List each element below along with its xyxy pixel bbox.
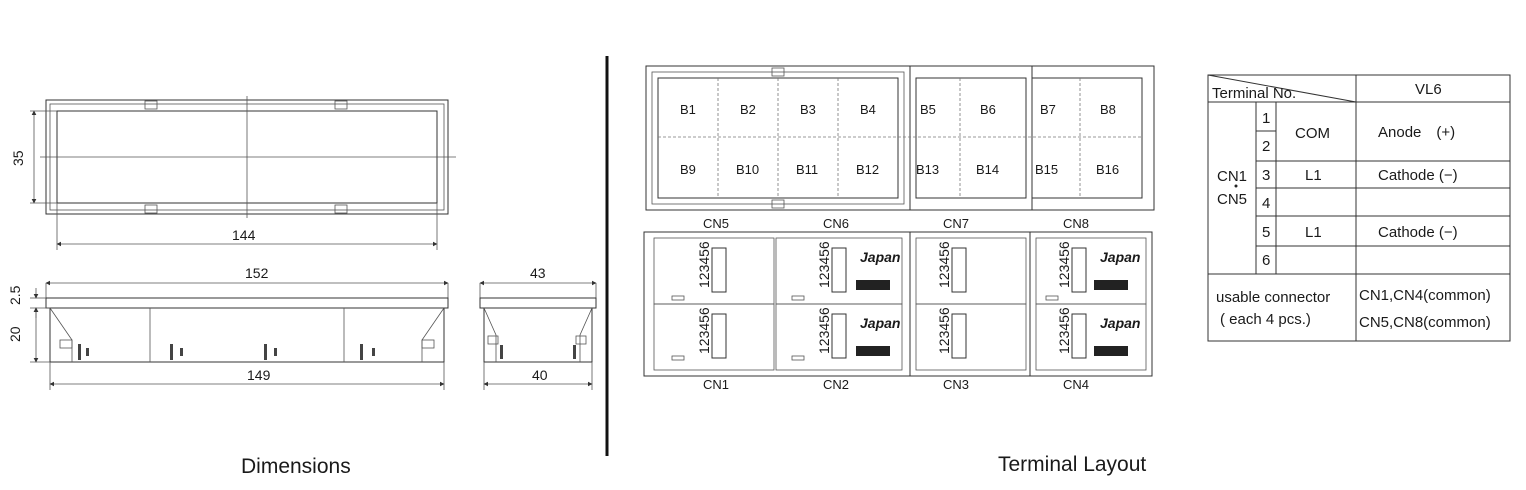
connector-labels-top: CN5 CN6 CN7 CN8 (703, 216, 1089, 231)
block-label: B10 (736, 162, 759, 177)
pin-numbers: 123456 (816, 307, 832, 354)
block-label: B2 (740, 102, 756, 117)
table-pin: 2 (1262, 138, 1270, 155)
connector-board (643, 231, 1153, 377)
table-group-label-2: CN5 (1217, 191, 1247, 208)
block-label: B12 (856, 162, 879, 177)
connector-label: CN3 (943, 377, 969, 392)
pin-numbers: 123456 (816, 241, 832, 288)
block-label: B5 (920, 102, 936, 117)
side-depth-label: 20 (7, 326, 23, 342)
table-signal: L1 (1305, 224, 1322, 241)
block-label: B11 (796, 162, 818, 177)
connector-label: CN5 (703, 216, 729, 231)
pin-numbers: 123456 (936, 307, 952, 354)
pin-numbers: 123456 (1056, 307, 1072, 354)
side-flange-label: 2.5 (7, 285, 23, 305)
brand-text: Japan (1100, 249, 1140, 265)
pin-numbers: 123456 (1056, 241, 1072, 288)
block-label: B4 (860, 102, 876, 117)
block-label: B1 (680, 102, 696, 117)
table-pin: 6 (1262, 252, 1270, 269)
pin-numbers: 123456 (696, 307, 712, 354)
table-group-label-1: CN1 (1217, 168, 1247, 185)
block-label: B15 (1035, 162, 1058, 177)
table-function: Cathode (−) (1378, 167, 1458, 184)
side-view: 152 2.5 20 149 (7, 265, 449, 390)
end-bottom-width-label: 40 (532, 367, 548, 383)
table-usable-value-2: CN5,CN8(common) (1359, 314, 1491, 331)
table-pin: 5 (1262, 224, 1270, 241)
table-usable-label-2: ( each 4 pcs.) (1220, 311, 1311, 328)
front-height-label: 35 (10, 150, 26, 166)
brand-marks: Japan Japan Japan Japan (860, 249, 1140, 331)
side-inner-width-label: 149 (247, 367, 271, 383)
brand-text: Japan (860, 315, 900, 331)
side-total-width-label: 152 (245, 265, 269, 281)
table-pin: 4 (1262, 195, 1270, 212)
connector-label: CN1 (703, 377, 729, 392)
table-function: Cathode (−) (1378, 224, 1458, 241)
terminal-layout-caption: Terminal Layout (998, 453, 1146, 476)
block-label: B14 (976, 162, 999, 177)
terminal-block-panel (645, 65, 1155, 211)
table-signal: L1 (1305, 167, 1322, 184)
connector-label: CN4 (1063, 377, 1089, 392)
connector-label: CN8 (1063, 216, 1089, 231)
pin-numbers: 123456 (936, 241, 952, 288)
block-label: B9 (680, 162, 696, 177)
connector-labels-bottom: CN1 CN2 CN3 CN4 (703, 377, 1089, 392)
table-header-terminal: Terminal No. (1212, 85, 1296, 102)
block-label: B13 (916, 162, 939, 177)
block-labels: B1 B2 B3 B4 B5 B6 B7 B8 B9 B10 B11 B12 B… (680, 102, 1119, 177)
table-header-model: VL6 (1415, 81, 1442, 98)
table-pin: 1 (1262, 110, 1270, 127)
table-function: Anode (+) (1378, 124, 1455, 141)
block-label: B16 (1096, 162, 1119, 177)
table-usable-label-1: usable connector (1216, 289, 1330, 306)
end-top-width-label: 43 (530, 265, 546, 281)
front-view: 35 144 (10, 96, 456, 250)
block-label: B7 (1040, 102, 1056, 117)
terminal-table (1207, 74, 1511, 342)
end-view: 43 40 (479, 265, 597, 390)
table-pin: 3 (1262, 167, 1270, 184)
connector-label: CN7 (943, 216, 969, 231)
table-usable-value-1: CN1,CN4(common) (1359, 287, 1491, 304)
pin-number-labels: 123456 123456 123456 123456 123456 12345… (696, 241, 1072, 354)
block-label: B8 (1100, 102, 1116, 117)
pin-numbers: 123456 (696, 241, 712, 288)
brand-text: Japan (860, 249, 900, 265)
brand-text: Japan (1100, 315, 1140, 331)
block-label: B3 (800, 102, 816, 117)
front-width-label: 144 (232, 227, 256, 243)
connector-label: CN6 (823, 216, 849, 231)
dimensions-caption: Dimensions (241, 455, 351, 478)
block-label: B6 (980, 102, 996, 117)
connector-label: CN2 (823, 377, 849, 392)
table-signal: COM (1295, 125, 1330, 142)
